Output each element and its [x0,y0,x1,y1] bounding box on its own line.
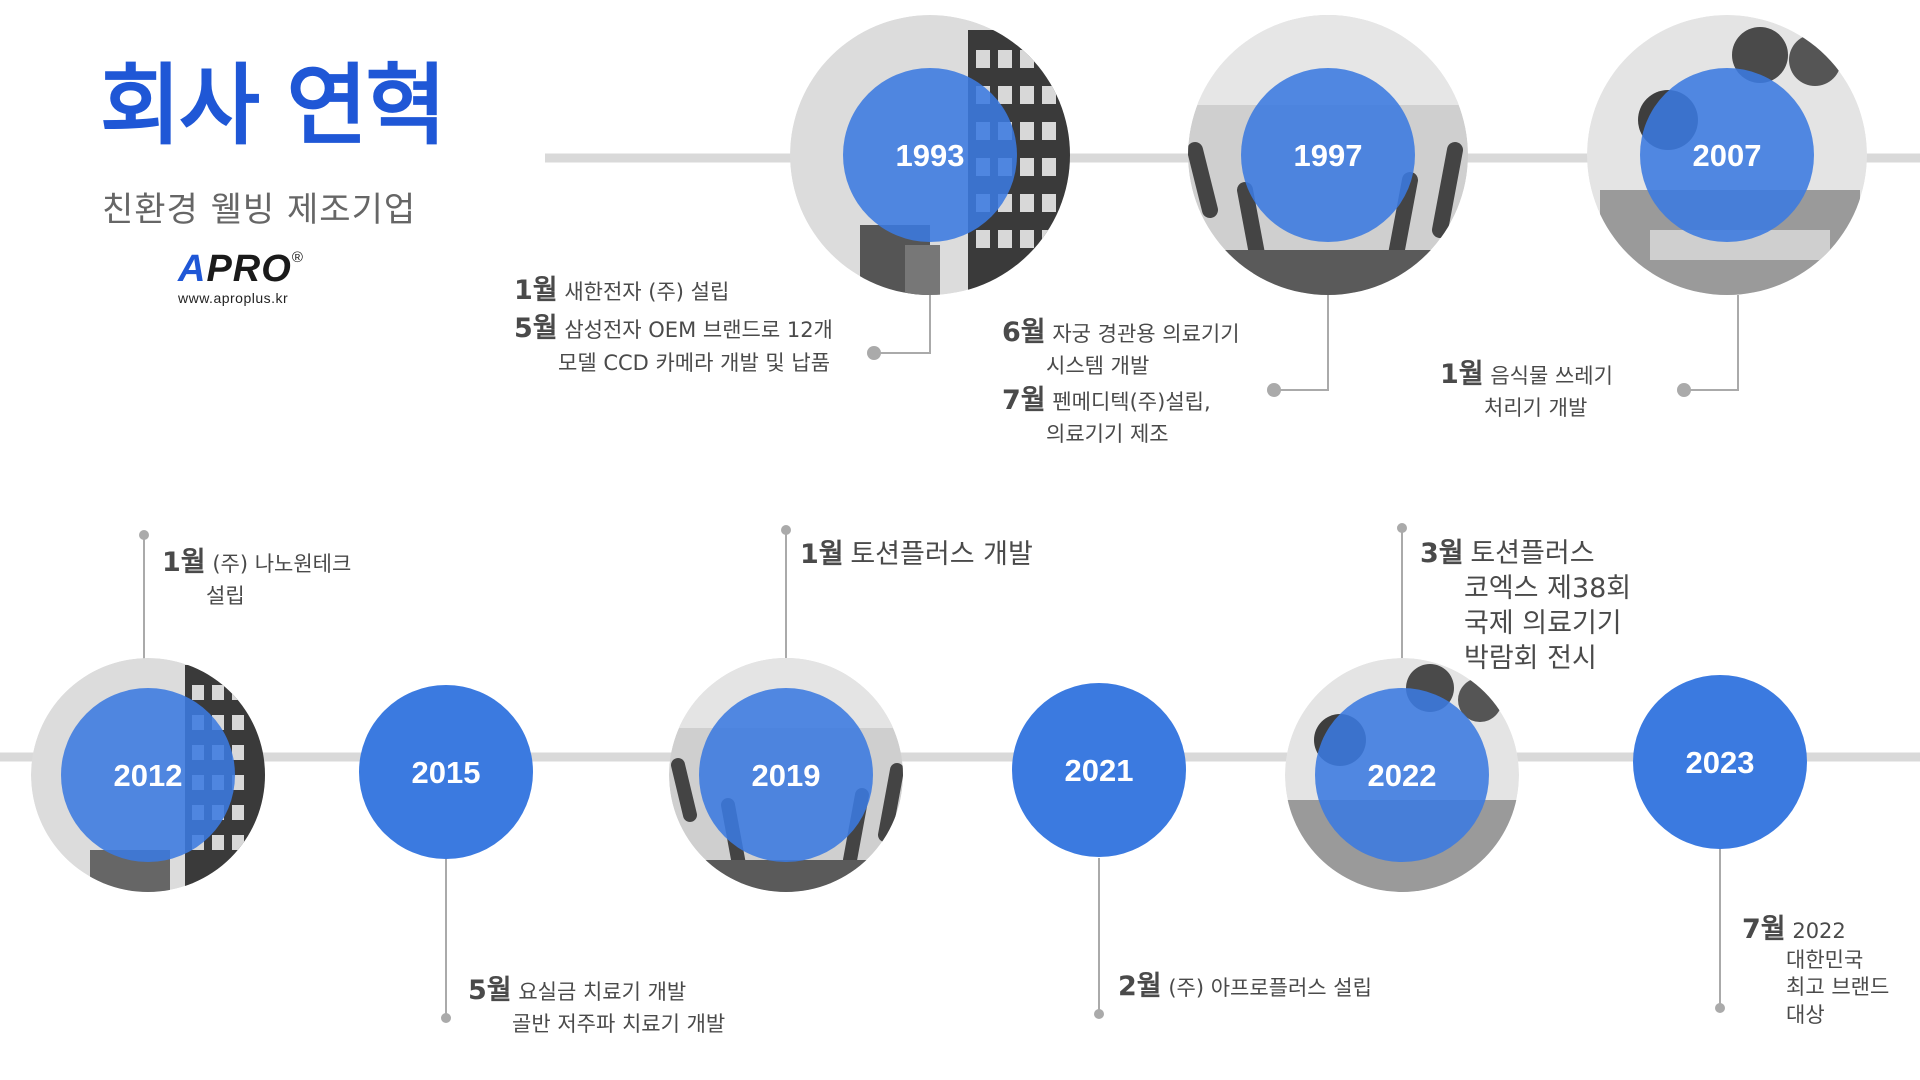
note-2019: 1월 토션플러스 개발 [800,539,1033,570]
year-label-2023: 2023 [1686,745,1755,780]
connector-dot-2022 [1397,523,1407,533]
year-circle-2015 [359,685,533,859]
year-circle-2007 [1640,68,1814,242]
year-circle-2019 [699,688,873,862]
connector-1993 [878,295,931,354]
year-label-2019: 2019 [752,758,821,793]
note-2022: 3월 토션플러스 코엑스 제38회 국제 의료기기 박람회 전시 [1420,538,1632,675]
year-label-2022: 2022 [1368,758,1437,793]
year-label-2015: 2015 [412,755,481,790]
year-circle-2023 [1633,675,1807,849]
year-circle-2012 [61,688,235,862]
year-label-1993: 1993 [896,138,965,173]
year-circle-1997 [1241,68,1415,242]
note-2023: 7월 2022 대한민국 최고 브랜드 대상 [1742,914,1890,1027]
note-2015: 5월 요실금 치료기 개발 골반 저주파 치료기 개발 [468,975,726,1037]
connector-dot-2007 [1677,383,1691,397]
note-1997: 6월 자궁 경관용 의료기기 시스템 개발 7월 펜메디텍(주)설립, 의료기기… [1002,317,1240,447]
logo-mark: APRO® [178,248,304,290]
note-2012: 1월 (주) 나노원테크 설립 [162,547,352,609]
connector-dot-2019 [781,525,791,535]
year-circle-2022 [1315,688,1489,862]
note-1993: 1월 새한전자 (주) 설립 5월 삼성전자 OEM 브랜드로 12개 모델 C… [514,275,833,375]
connector-dot-1993 [867,346,881,360]
year-circle-2021 [1012,683,1186,857]
page-subtitle: 친환경 웰빙 제조기업 [102,190,417,230]
connector-dot-2015 [441,1013,451,1023]
note-2007: 1월 음식물 쓰레기 처리기 개발 [1440,359,1613,421]
page-title: 회사 연혁 [100,54,446,157]
connector-dot-1997 [1267,383,1281,397]
connector-2007 [1684,295,1739,391]
note-2021: 2월 (주) 아프로플러스 설립 [1118,971,1372,1002]
year-circle-1993 [843,68,1017,242]
connector-1997 [1272,295,1329,391]
connector-dot-2023 [1715,1003,1725,1013]
year-label-2012: 2012 [114,758,183,793]
year-label-2007: 2007 [1693,138,1762,173]
connector-dot-2012 [139,530,149,540]
connector-dot-2021 [1094,1009,1104,1019]
year-label-2021: 2021 [1065,753,1134,788]
logo-url: www.aproplus.kr [178,290,289,306]
company-logo: APRO® www.aproplus.kr [178,250,338,306]
year-label-1997: 1997 [1294,138,1363,173]
